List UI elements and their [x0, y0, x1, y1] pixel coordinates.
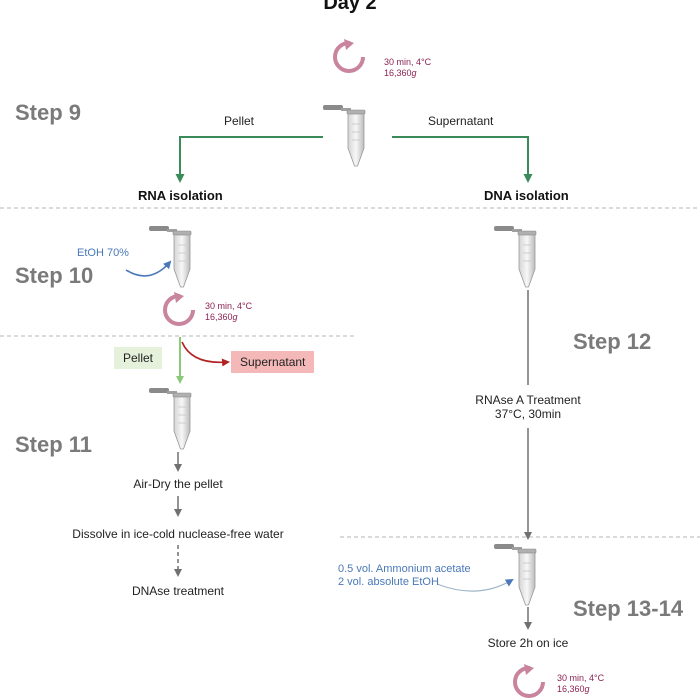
centrifuge-conditions: 30 min, 4°C 16,360g [205, 301, 253, 322]
centrifuge-conditions: 30 min, 4°C 16,360g [384, 57, 432, 78]
pellet-tag: Pellet [114, 347, 163, 369]
step-13-14-label: Step 13-14 [573, 596, 684, 621]
discard-supernatant-arrow [181, 341, 230, 367]
reagent-add-label: 0.5 vol. Ammonium acetate 2 vol. absolut… [338, 563, 471, 588]
step-10-label: Step 10 [15, 263, 94, 288]
centrifuge-icon [163, 292, 195, 326]
step-11-label: Step 11 [15, 432, 93, 457]
tube-icon [322, 104, 366, 167]
store-on-ice-label: Store 2h on ice [487, 636, 569, 650]
step-12-label: Step 12 [573, 329, 652, 354]
reagent-add-arrow [436, 578, 514, 592]
supernatant-label: Supernatant [428, 114, 494, 128]
rna-isolation-heading: RNA isolation [138, 188, 223, 203]
tube-icon [148, 225, 192, 288]
action-air-dry: Air-Dry the pellet [133, 477, 223, 491]
supernatant-arrow [392, 136, 533, 183]
ethanol-add-arrow [125, 260, 172, 277]
page-title: Day 2 [323, 0, 377, 14]
pellet-arrow [175, 136, 323, 183]
tube-icon [493, 225, 537, 288]
ethanol-wash-label: EtOH 70% [77, 247, 129, 259]
pellet-label: Pellet [224, 114, 255, 128]
dna-isolation-heading: DNA isolation [484, 188, 569, 203]
tube-icon [493, 543, 537, 606]
tube-icon [148, 387, 192, 450]
centrifuge-icon [513, 664, 545, 698]
supernatant-discard-tag: Supernatant [231, 351, 315, 373]
rnase-treatment-label: RNAse A Treatment 37°C, 30min [475, 393, 581, 421]
centrifuge-icon [333, 39, 365, 73]
centrifuge-conditions: 30 min, 4°C 16,360g [557, 673, 605, 694]
action-dnase-treatment: DNAse treatment [131, 584, 225, 598]
step-9-label: Step 9 [15, 100, 82, 125]
action-dissolve: Dissolve in ice-cold nuclease-free water [72, 527, 284, 541]
